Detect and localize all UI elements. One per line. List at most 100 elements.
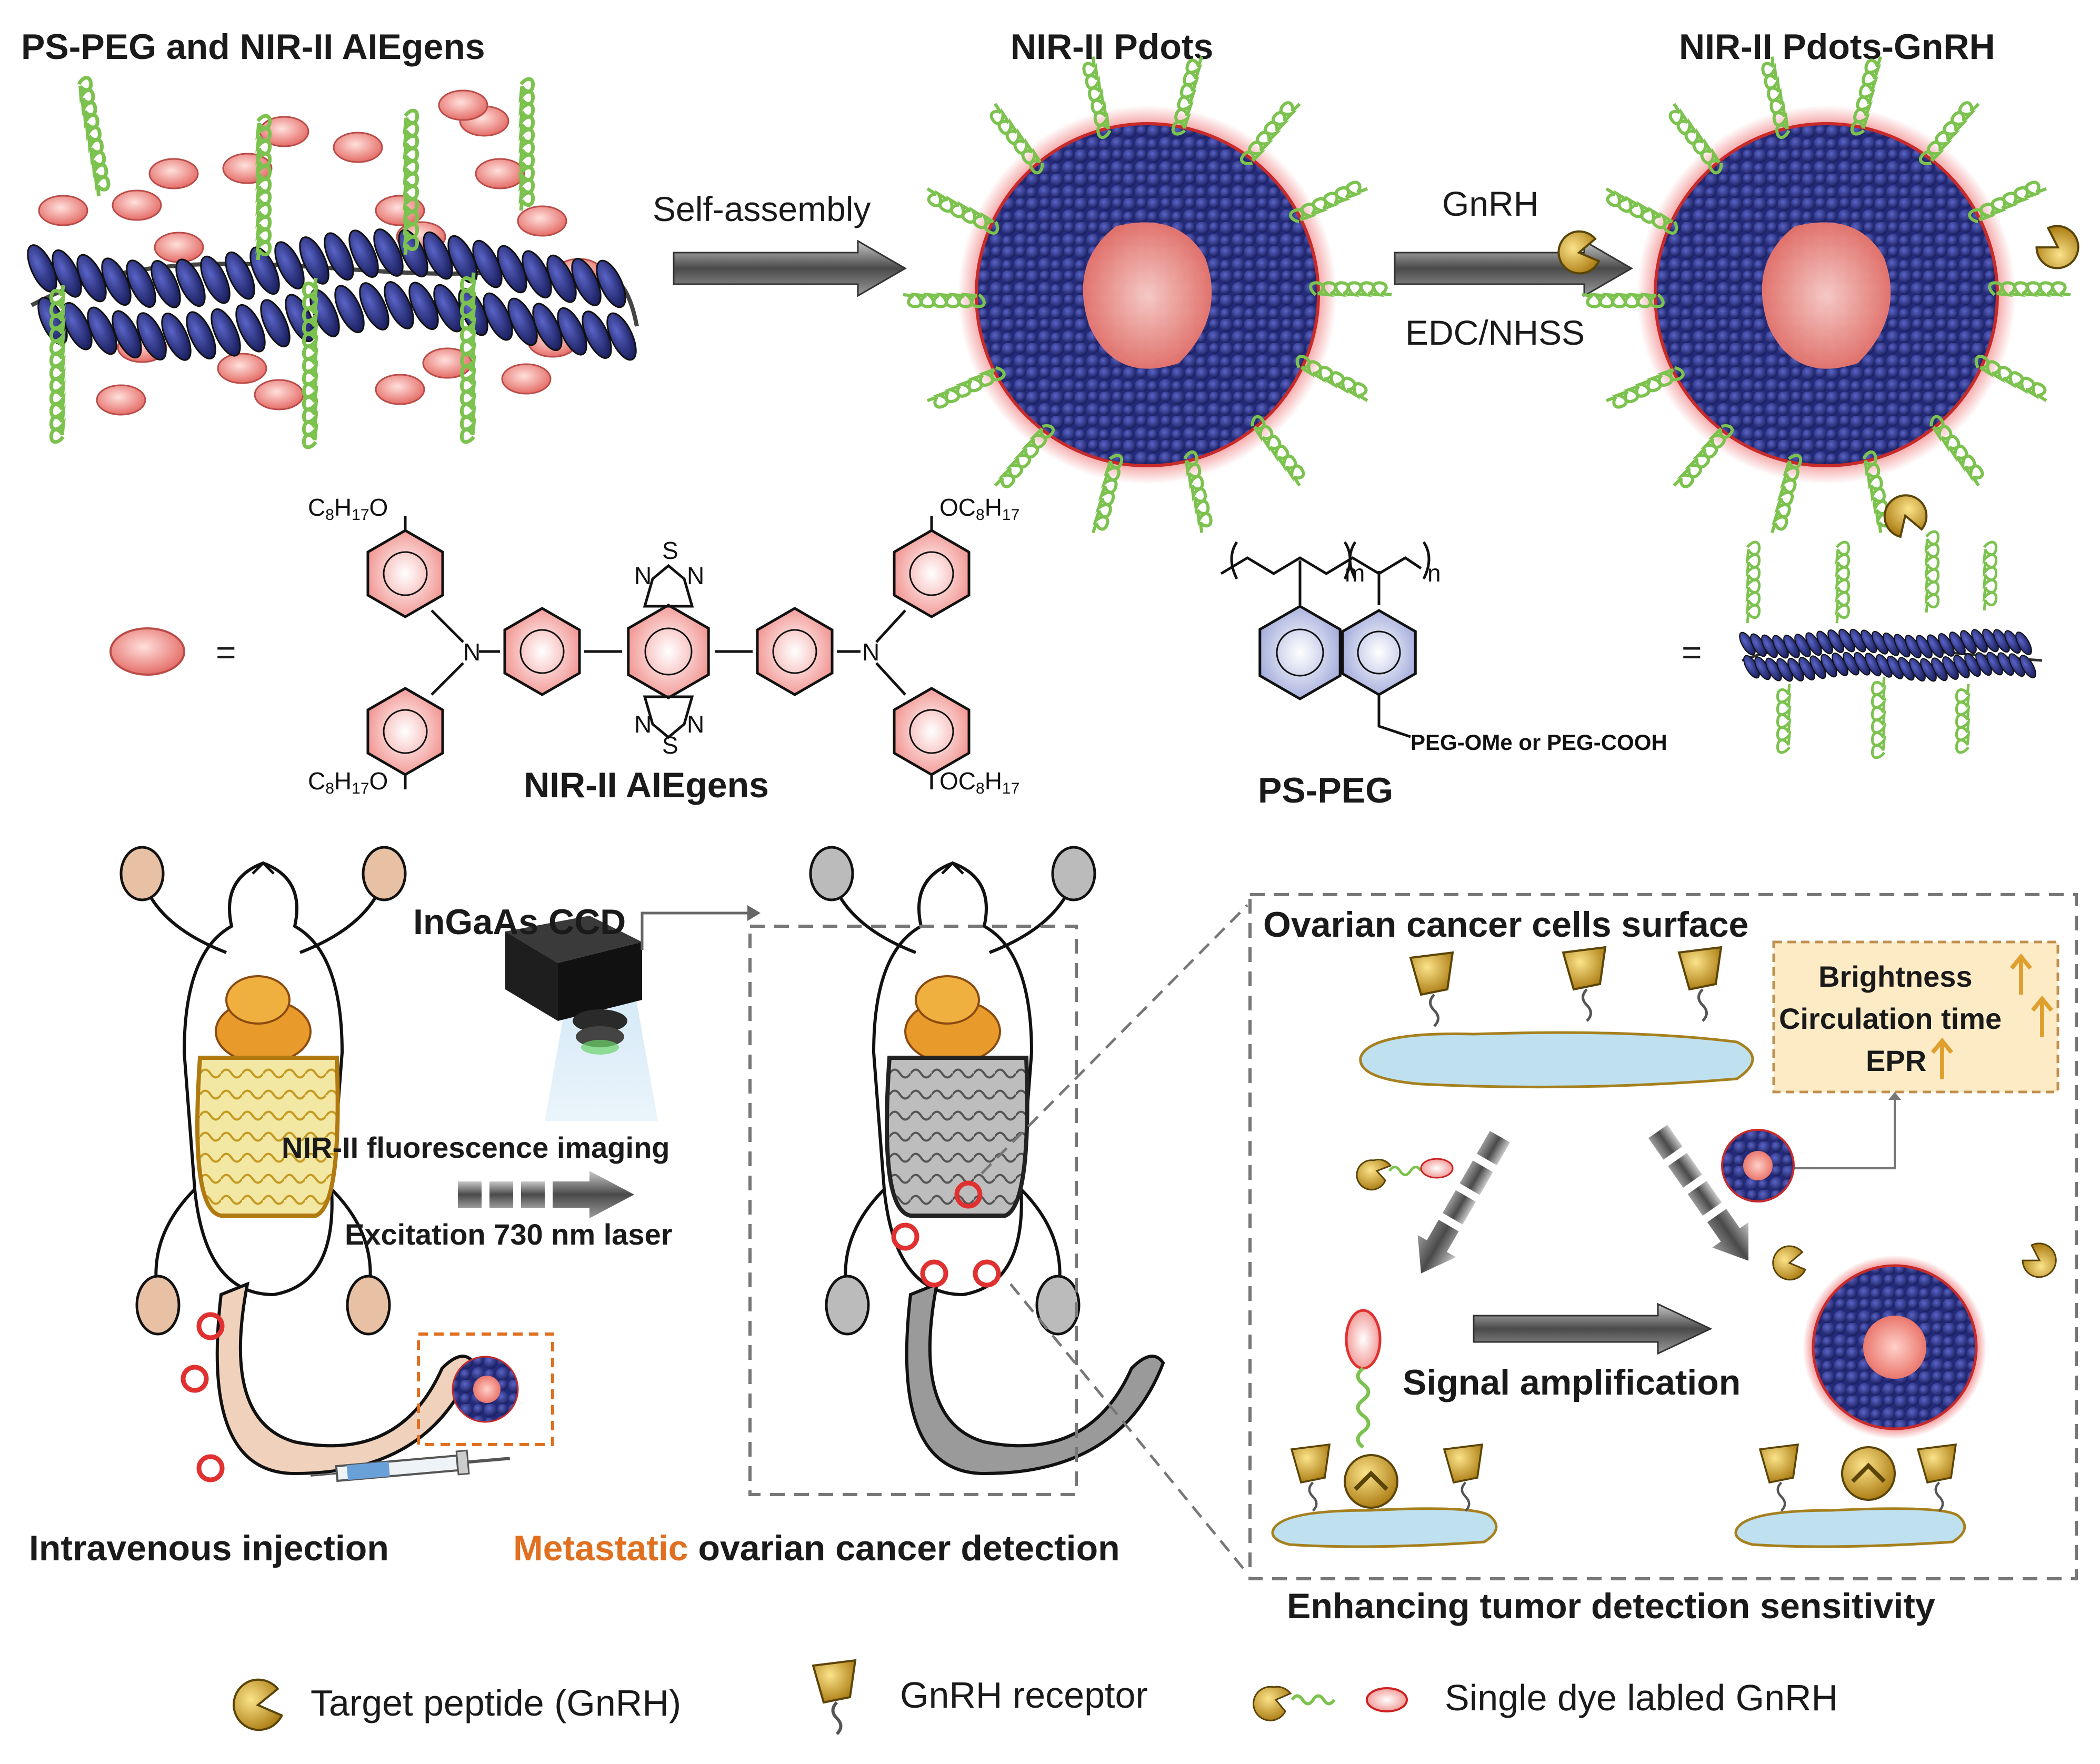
ps-segment: [532, 303, 563, 352]
ps-segment: [62, 302, 93, 350]
gnrh-receptor: [1758, 1443, 1799, 1512]
fluorescence-label: NIR-II fluorescence imaging: [282, 1131, 670, 1164]
ps-segment: [359, 282, 389, 330]
peg-helix: [1776, 684, 1792, 754]
octyl-group: OC8H17: [939, 767, 1019, 797]
ps-segment: [101, 257, 132, 306]
peg-helix: [1582, 292, 1665, 308]
peg-helix: [926, 366, 1006, 409]
chem-bond: [431, 662, 464, 696]
nitrogen-atom: N: [463, 638, 481, 666]
circulation-label: Circulation time: [1779, 1002, 2002, 1035]
peg-helix: [1871, 676, 1886, 759]
signal-amplification-label: Signal amplification: [1403, 1362, 1741, 1402]
zoom-line-top: [981, 904, 1248, 1175]
signal-amplification-arrow: [1473, 1302, 1713, 1355]
heading-nir-pdots-gnrh: NIR-II Pdots-GnRH: [1679, 27, 1995, 67]
ps-segment: [274, 241, 305, 290]
mouse-paw: [119, 846, 165, 901]
aromatic-circle: [383, 709, 428, 754]
peg-helix: [989, 103, 1044, 175]
ingaas-ccd-camera: [505, 916, 658, 1121]
aromatic-circle: [909, 551, 954, 596]
benzene-ring: [366, 529, 444, 618]
mouse-foot: [135, 1275, 181, 1336]
benzene-ring: [627, 604, 710, 699]
peg-helix: [926, 187, 999, 235]
brightness-label: Brightness: [1818, 960, 1973, 993]
ps-segment: [483, 292, 513, 341]
peg-helix: [1968, 181, 2047, 224]
ps-segment: [2019, 655, 2036, 678]
aie-dye-particle: [501, 363, 552, 395]
benzene-ring: [503, 607, 581, 696]
mouse-tail: [905, 1281, 1165, 1476]
ps-peg-name: PS-PEG: [1258, 770, 1393, 810]
self-assembly-label: Self-assembly: [653, 189, 871, 228]
peg-helix: [518, 77, 535, 211]
bracket: [1230, 541, 1238, 580]
peg-helix: [1183, 450, 1213, 533]
sulfur-atom: S: [662, 537, 678, 564]
tumor-marker: [973, 1259, 1001, 1288]
ps-segment: [408, 282, 439, 330]
aie-dye-particle: [38, 195, 88, 226]
sulfur-atom: S: [662, 731, 678, 759]
aie-dye-particle: [375, 195, 425, 226]
pdot-to-properties-line: [1789, 1095, 1896, 1169]
aie-dye-particle: [96, 384, 146, 416]
mouse-paw: [809, 846, 854, 901]
ps-segment: [522, 250, 552, 299]
chem-bond: [431, 609, 464, 643]
nir-pdot-particle: [903, 56, 1392, 534]
peg-helix: [1082, 56, 1112, 139]
peg-helix: [1251, 415, 1305, 487]
ps-segment: [200, 255, 231, 304]
peg-helix: [903, 292, 986, 308]
peg-helix: [459, 272, 476, 444]
ps-segment: [126, 259, 156, 308]
legend-peptide-label: Target peptide (GnRH): [311, 1682, 681, 1723]
peg-helix: [1668, 103, 1723, 175]
peg-helix: [1862, 450, 1892, 533]
equals-sign-left: =: [216, 633, 236, 671]
ps-segment: [423, 231, 453, 280]
mouse-injection: [119, 846, 476, 1476]
detection-frame: [748, 925, 1078, 1496]
bracket: [1348, 541, 1357, 580]
mouse-nose: [252, 861, 275, 875]
tumor-marker: [196, 1454, 225, 1482]
aromatic-circle: [519, 629, 565, 674]
gnrh-peptide-icon: [2035, 225, 2079, 269]
gnrh-peptide-icon: [1772, 1245, 1807, 1281]
peg-helix: [1924, 530, 1940, 613]
aie-dye-particle: [333, 132, 383, 163]
aie-name: NIR-II AIEgens: [524, 765, 769, 805]
legend: Target peptide (GnRH) GnRH receptor Sing…: [233, 1659, 1838, 1736]
ps-segment: [557, 307, 587, 356]
peg-helix: [1835, 540, 1851, 624]
peg-end-label: PEG-OMe or PEG-COOH: [1411, 730, 1667, 755]
ps-segment: [260, 299, 291, 348]
ps-segment: [235, 304, 266, 353]
peg-helix: [1309, 281, 1392, 297]
chem-bond: [875, 662, 906, 696]
ps-segment: [546, 254, 577, 303]
aromatic-circle: [1276, 628, 1324, 677]
mouse-foot: [1035, 1275, 1081, 1336]
mouse-tail: [215, 1281, 476, 1476]
thiadiazole-ring: [643, 695, 694, 739]
camera-link-line: [641, 911, 747, 950]
heading-nir-pdots: NIR-II Pdots: [1011, 27, 1213, 67]
property-arrowhead: [1888, 1092, 1901, 1100]
cell-surface-panel: [1248, 893, 2078, 1580]
aromatic-circle: [909, 709, 954, 754]
lungs: [915, 975, 980, 1025]
legend-receptor-label: GnRH receptor: [900, 1675, 1148, 1716]
ps-segment: [606, 312, 637, 361]
path-arrow-right: [1648, 1125, 1749, 1261]
mouse-foot: [825, 1275, 870, 1336]
aie-dye-particle: [475, 158, 525, 189]
ps-segment: [497, 245, 527, 294]
